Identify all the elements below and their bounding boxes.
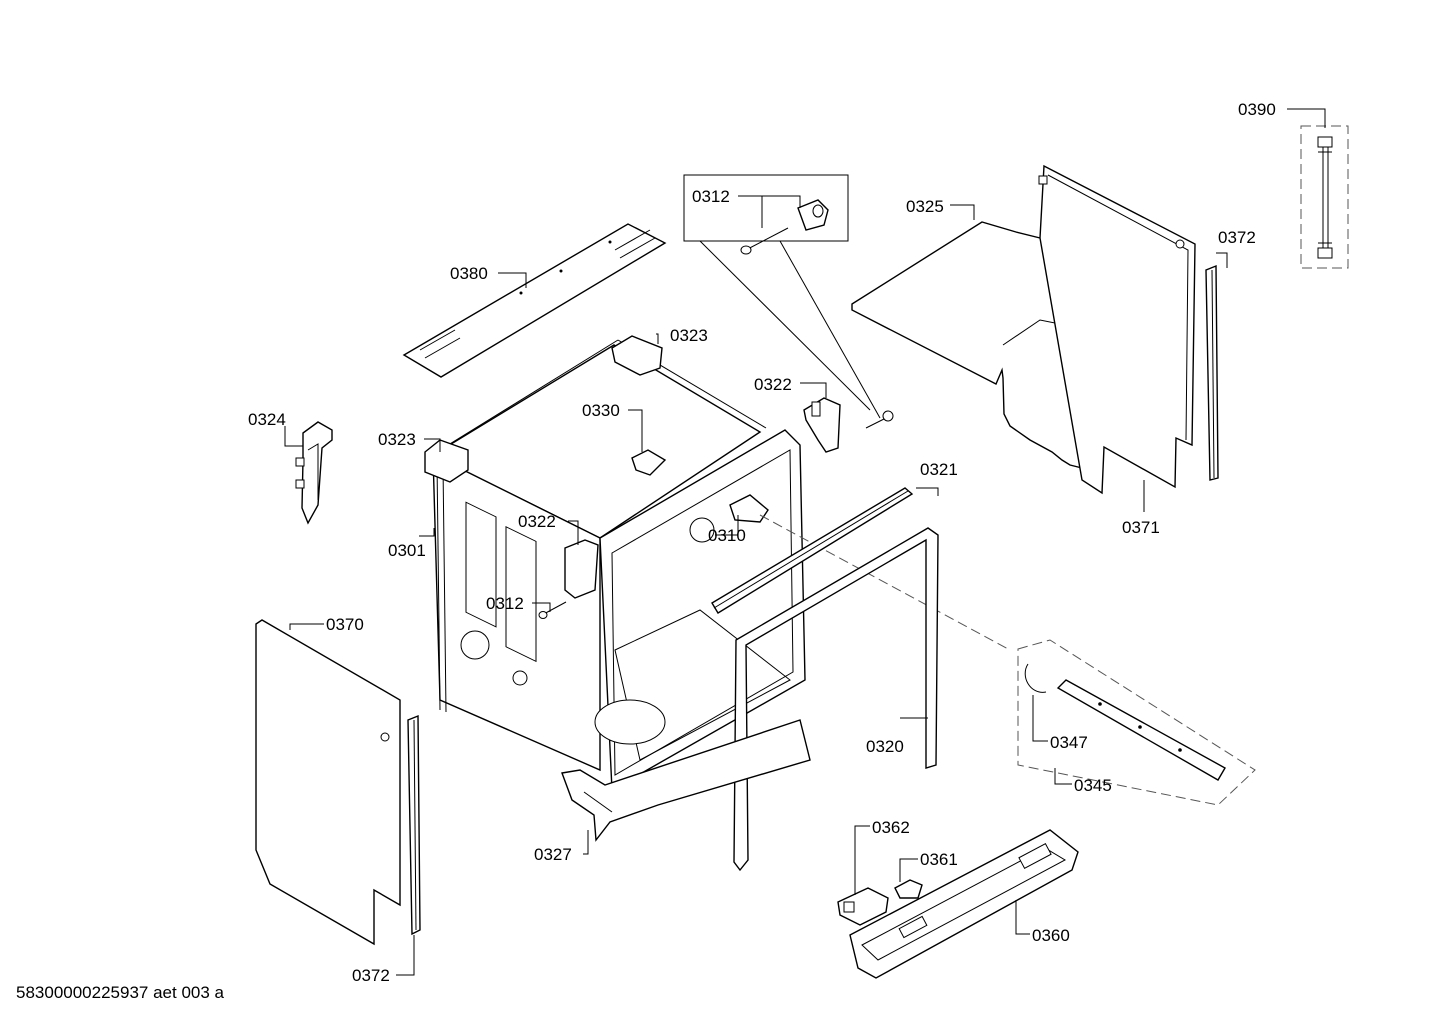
leader-0380 xyxy=(498,272,527,288)
leader-0390 xyxy=(1287,108,1326,128)
callout-0324: 0324 xyxy=(248,410,286,429)
callout-0327: 0327 xyxy=(534,845,572,864)
leader-0372a xyxy=(1216,252,1228,268)
callout-0322b: 0322 xyxy=(518,512,556,531)
leader-0322a xyxy=(800,382,827,398)
leader-0347 xyxy=(1032,695,1048,742)
part-0372-strip-left[interactable] xyxy=(407,714,421,936)
leader-0325 xyxy=(950,204,975,220)
leader-0345 xyxy=(1054,768,1072,785)
part-0347-clip[interactable] xyxy=(1024,663,1047,693)
leader-0324 xyxy=(284,426,303,447)
leader-0323a xyxy=(656,333,659,344)
part-0320-door-seal[interactable] xyxy=(733,527,939,872)
part-0361-clip[interactable] xyxy=(894,879,923,899)
part-0372-strip-right[interactable] xyxy=(1205,264,1219,481)
part-0321-seal-strip[interactable] xyxy=(711,487,914,614)
leader-0312b xyxy=(532,602,551,612)
callout-0323b: 0323 xyxy=(378,430,416,449)
part-0322-bracket[interactable] xyxy=(803,397,841,453)
leader-0327 xyxy=(583,830,589,855)
dashed-guide-0310 xyxy=(759,514,1011,651)
leader-0362 xyxy=(854,825,870,895)
callout-0323a: 0323 xyxy=(670,326,708,345)
part-0327-base-front[interactable] xyxy=(561,719,811,842)
part-0362-switch[interactable] xyxy=(837,887,889,926)
callout-0390: 0390 xyxy=(1238,100,1276,119)
leader-0370 xyxy=(289,623,324,630)
leader-0323b xyxy=(424,438,441,452)
callout-0312b: 0312 xyxy=(486,594,524,613)
callout-0372b: 0372 xyxy=(352,966,390,985)
callout-0372a: 0372 xyxy=(1218,228,1256,247)
leader-0301 xyxy=(419,528,435,537)
part-0370-side-panel-left[interactable] xyxy=(255,619,401,946)
callout-0320: 0320 xyxy=(866,737,904,756)
leader-0322b xyxy=(568,520,579,545)
part-0324-hinge[interactable] xyxy=(295,421,333,525)
drawing-id: 58300000225937 aet 003 a xyxy=(16,983,225,1002)
callout-0321: 0321 xyxy=(920,460,958,479)
part-0380-top-plate[interactable] xyxy=(402,223,667,378)
callout-0370: 0370 xyxy=(326,615,364,634)
leader-0312a xyxy=(738,195,763,228)
leader-0321 xyxy=(916,487,939,496)
part-0390-hose[interactable] xyxy=(1300,125,1349,269)
callout-0347: 0347 xyxy=(1050,733,1088,752)
leader-0310 xyxy=(715,515,739,536)
callout-0362: 0362 xyxy=(872,818,910,837)
part-0312-screw-inset[interactable] xyxy=(740,199,829,255)
part-0371-side-panel-right[interactable] xyxy=(1038,164,1196,495)
part-0312-screw-small[interactable] xyxy=(865,410,894,429)
leader-0372b xyxy=(396,935,415,976)
callout-0345: 0345 xyxy=(1074,776,1112,795)
leader-0312a-b xyxy=(762,195,801,208)
leader-0360 xyxy=(1015,900,1030,935)
part-0360-base-tray[interactable] xyxy=(849,829,1079,979)
callout-0330: 0330 xyxy=(582,401,620,420)
part-0301-tub[interactable] xyxy=(424,335,806,792)
leader-0361 xyxy=(899,858,918,882)
callout-0301: 0301 xyxy=(388,541,426,560)
inset-screw-detail xyxy=(683,174,881,419)
leader-0330 xyxy=(628,409,643,452)
callout-0325: 0325 xyxy=(906,197,944,216)
callout-0310: 0310 xyxy=(708,526,746,545)
callout-0371: 0371 xyxy=(1122,518,1160,537)
callout-0361: 0361 xyxy=(920,850,958,869)
part-0345-rail-assembly[interactable] xyxy=(1017,639,1256,806)
callout-0360: 0360 xyxy=(1032,926,1070,945)
callout-0322a: 0322 xyxy=(754,375,792,394)
callout-0312a: 0312 xyxy=(692,187,730,206)
callout-0380: 0380 xyxy=(450,264,488,283)
